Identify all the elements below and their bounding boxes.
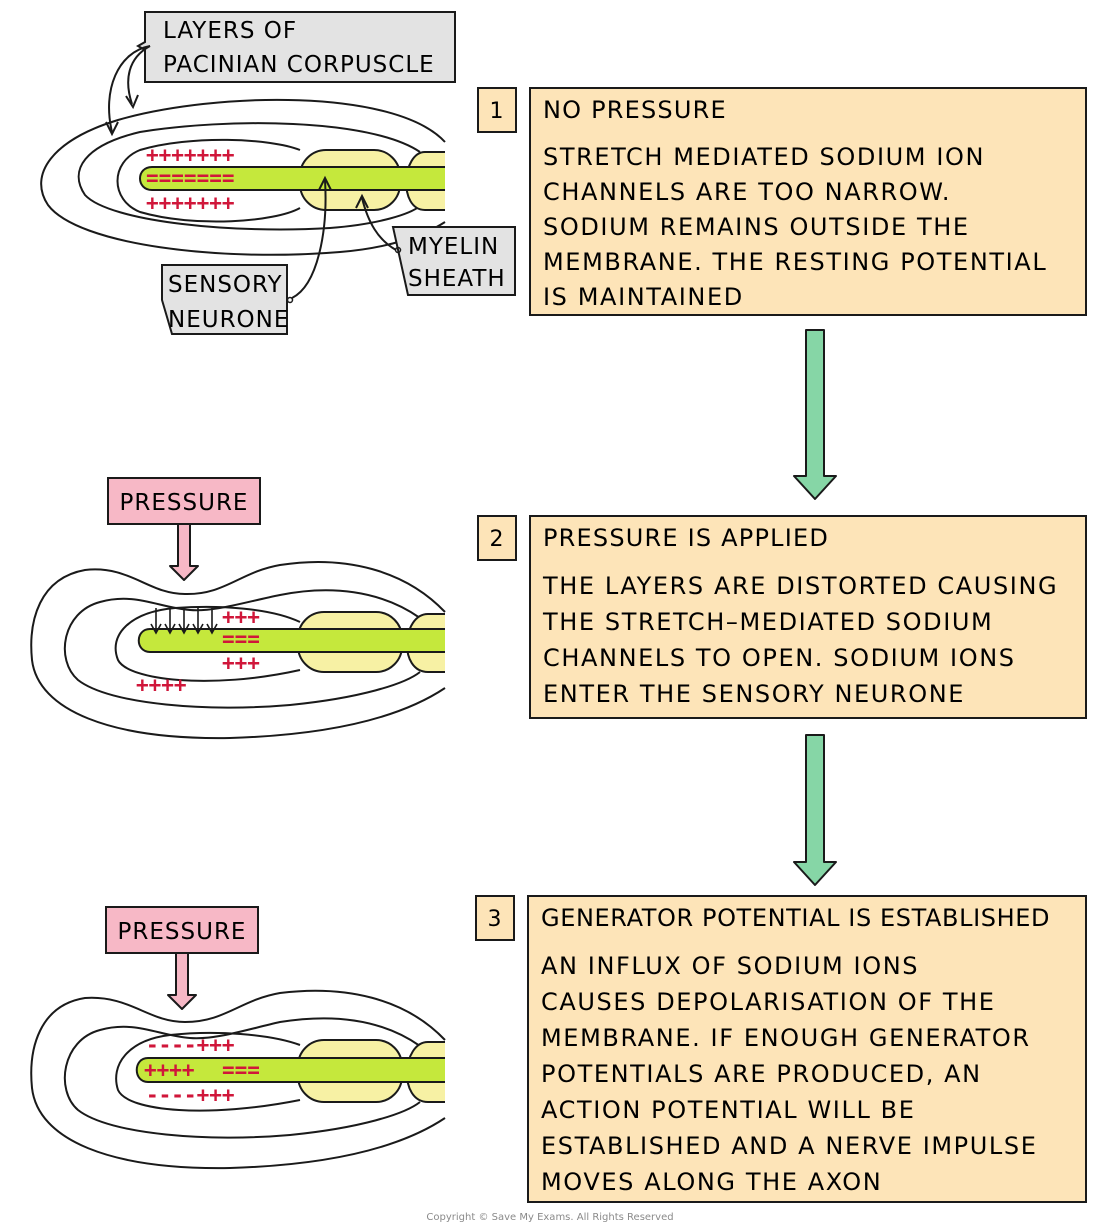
axon: [137, 628, 445, 653]
myelin-label-line1: MYELIN: [408, 234, 499, 260]
step-2-box: [529, 515, 1087, 719]
step-3-line: MEMBRANE. IF ENOUGH GENERATOR: [541, 1024, 1031, 1052]
charge-mid-2: ===: [222, 627, 260, 651]
step-1-box: [529, 87, 1087, 316]
step-3-line: POTENTIALS ARE PRODUCED, AN: [541, 1060, 982, 1088]
pressure-label-2: [107, 477, 261, 525]
flow-arrow-2: [793, 734, 837, 886]
charge-top-3: ----+++: [146, 1033, 235, 1057]
corpuscle-stage-3: PRESSURE ----+++ ++++ === ----+++: [30, 906, 446, 1170]
pressure-label-3-text: PRESSURE: [118, 919, 247, 945]
myelin-label: MYELIN SHEATH: [355, 193, 516, 296]
step-1-line: IS MAINTAINED: [543, 283, 744, 311]
step-1-number: 1: [490, 99, 505, 124]
inner-layer: [115, 1031, 301, 1112]
axon: [135, 1057, 445, 1083]
corpuscle-stage-2: PRESSURE +++ === +++ ++++: [30, 477, 446, 740]
step-1-line: CHANNELS ARE TOO NARROW.: [543, 178, 951, 206]
step-2-heading: PRESSURE IS APPLIED: [543, 524, 829, 552]
layers-label-line1: LAYERS OF: [163, 18, 297, 44]
charge-top-1: +++++++: [146, 143, 235, 167]
layers-label: LAYERS OF PACINIAN CORPUSCLE: [105, 11, 456, 137]
layers-label-line2: PACINIAN CORPUSCLE: [163, 52, 435, 78]
inner-layer: [114, 605, 301, 682]
step-1-line: SODIUM REMAINS OUTSIDE THE: [543, 213, 970, 241]
copyright-notice: Copyright © Save My Exams. All Rights Re…: [426, 1212, 673, 1223]
charge-mid-1: =======: [146, 166, 235, 190]
step-1-line: STRETCH MEDIATED SODIUM ION: [543, 143, 985, 171]
step-3-number: 3: [488, 907, 503, 932]
step-2-number-box: [477, 515, 517, 561]
step-1-heading: NO PRESSURE: [543, 96, 727, 124]
step-2-number: 2: [490, 527, 505, 552]
charge-outer-2: ++++: [136, 673, 187, 697]
flow-arrow-1: [793, 329, 837, 500]
step-3-number-box: [475, 895, 515, 941]
step-3: 3 GENERATOR POTENTIAL IS ESTABLISHED AN …: [475, 895, 1087, 1203]
pressure-small-arrows: [150, 608, 218, 635]
step-1-number-box: [477, 87, 517, 133]
step-2-line: CHANNELS TO OPEN. SODIUM IONS: [543, 644, 1016, 672]
step-3-heading: GENERATOR POTENTIAL IS ESTABLISHED: [541, 904, 1050, 932]
pressure-label-2-text: PRESSURE: [120, 490, 249, 516]
charge-bot-3: ----+++: [146, 1083, 235, 1107]
myelin-label-line2: SHEATH: [408, 266, 506, 292]
step-3-line: CAUSES DEPOLARISATION OF THE: [541, 988, 996, 1016]
step-1: 1 NO PRESSURE STRETCH MEDIATED SODIUM IO…: [477, 87, 1087, 316]
step-2-line: THE LAYERS ARE DISTORTED CAUSING: [542, 572, 1058, 600]
pressure-arrow-3: [167, 952, 197, 1010]
step-1-line: MEMBRANE. THE RESTING POTENTIAL: [543, 248, 1047, 276]
sensory-label-line2: NEURONE: [168, 307, 289, 333]
inner-layer: [116, 138, 301, 223]
step-2: 2 PRESSURE IS APPLIED THE LAYERS ARE DIS…: [477, 515, 1087, 719]
step-3-line: ESTABLISHED AND A NERVE IMPULSE: [541, 1132, 1038, 1160]
middle-layer: [63, 1017, 421, 1139]
charge-bot-1: +++++++: [146, 191, 235, 215]
corpuscle-stage-1: +++++++ ======= +++++++: [40, 98, 446, 256]
charge-top-2: +++: [222, 605, 260, 629]
step-3-line: ACTION POTENTIAL WILL BE: [541, 1096, 915, 1124]
charge-mid-plus-3: ++++: [144, 1058, 195, 1082]
step-2-line: THE STRETCH–MEDIATED SODIUM: [542, 608, 993, 636]
axon: [139, 166, 445, 191]
sensory-label-line1: SENSORY: [168, 272, 283, 298]
pressure-label-3: [105, 906, 259, 954]
middle-layer: [77, 122, 421, 231]
step-3-box: [527, 895, 1087, 1203]
sensory-label: SENSORY NEURONE: [161, 175, 332, 335]
step-2-line: ENTER THE SENSORY NEURONE: [543, 680, 965, 708]
charge-mid-eq-3: ===: [222, 1058, 260, 1082]
charge-bot-2: +++: [222, 651, 260, 675]
pressure-arrow-2: [169, 523, 199, 581]
step-3-line: AN INFLUX OF SODIUM IONS: [541, 952, 919, 980]
step-3-line: MOVES ALONG THE AXON: [541, 1168, 882, 1196]
middle-layer: [63, 589, 421, 709]
